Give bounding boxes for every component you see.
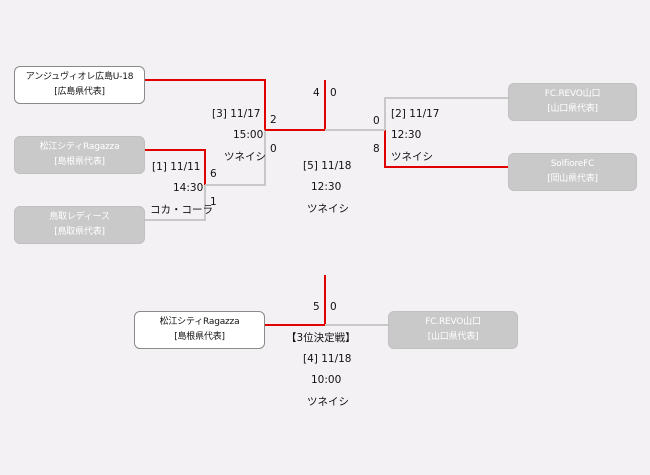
match4-score-left: 5: [313, 301, 320, 313]
team-box-tottori[interactable]: 鳥取レディース [鳥取県代表]: [14, 206, 145, 244]
line-tottori-m1: [145, 185, 206, 221]
team-region: [島根県代表]: [54, 157, 105, 167]
line-3rd-left: [265, 275, 326, 326]
match4-time: 10:00: [311, 374, 342, 386]
match5-score-left: 4: [313, 87, 320, 99]
match3-score-hiroshima: 2: [270, 114, 277, 126]
team-name: アンジュヴィオレ広島U-18: [25, 72, 134, 82]
team-name: 松江シティRagazza: [39, 142, 120, 152]
match1-id: [1] 11/11: [152, 161, 201, 173]
team-name: FC.REVO山口: [425, 317, 481, 327]
team-box-yamaguchi[interactable]: FC.REVO山口 [山口県代表]: [508, 83, 637, 121]
match2-venue: ツネイシ: [391, 151, 433, 163]
line-yamaguchi-m2: [384, 97, 508, 130]
team-name: FC.REVO山口: [544, 89, 601, 99]
line-shimane-m3: [205, 130, 266, 186]
match2-score-yamaguchi: 0: [373, 115, 380, 127]
team-region: [岡山県代表]: [547, 174, 598, 184]
match5-score-right: 0: [330, 87, 337, 99]
match2-score-okayama: 8: [373, 143, 380, 155]
match3-venue: ツネイシ: [224, 151, 266, 163]
team-box-shimane[interactable]: 松江シティRagazza [島根県代表]: [14, 136, 145, 174]
match3-time: 15:00: [233, 129, 264, 141]
match5-id: [5] 11/18: [303, 160, 352, 172]
match3-id: [3] 11/17: [212, 108, 261, 120]
team-box-hiroshima[interactable]: アンジュヴィオレ広島U-18 [広島県代表]: [14, 66, 145, 104]
line-okayama-m2: [384, 130, 508, 168]
team-name: 鳥取レディース: [49, 212, 110, 222]
team-name: 松江シティRagazza: [159, 317, 240, 327]
match1-venue: コカ・コーラ: [150, 204, 213, 216]
match3-score-shimane: 0: [270, 143, 277, 155]
match4-id: [4] 11/18: [303, 353, 352, 365]
match1-score-tottori: 1: [210, 196, 217, 208]
team-region: [広島県代表]: [54, 87, 105, 97]
match1-score-shimane: 6: [210, 168, 217, 180]
team-region: [鳥取県代表]: [54, 227, 105, 237]
match2-id: [2] 11/17: [391, 108, 440, 120]
team-region: [山口県代表]: [427, 332, 479, 342]
line-shimane-m1: [145, 149, 206, 185]
team-box-okayama[interactable]: SolfioreFC [岡山県代表]: [508, 153, 637, 191]
team-region: [山口県代表]: [547, 104, 598, 114]
team-box-shimane-3rd[interactable]: 松江シティRagazza [島根県代表]: [134, 311, 265, 349]
match5-venue: ツネイシ: [307, 203, 349, 215]
match1-time: 14:30: [173, 182, 204, 194]
line-hiroshima-m3: [145, 79, 266, 130]
match2-time: 12:30: [391, 129, 422, 141]
team-box-yamaguchi-3rd[interactable]: FC.REVO山口 [山口県代表]: [388, 311, 518, 349]
team-name: SolfioreFC: [550, 159, 595, 169]
team-region: [島根県代表]: [174, 332, 225, 342]
match5-time: 12:30: [311, 181, 342, 193]
match4-title: 【3位決定戦】: [286, 332, 356, 344]
match4-score-right: 0: [330, 301, 337, 313]
match4-venue: ツネイシ: [307, 396, 349, 408]
